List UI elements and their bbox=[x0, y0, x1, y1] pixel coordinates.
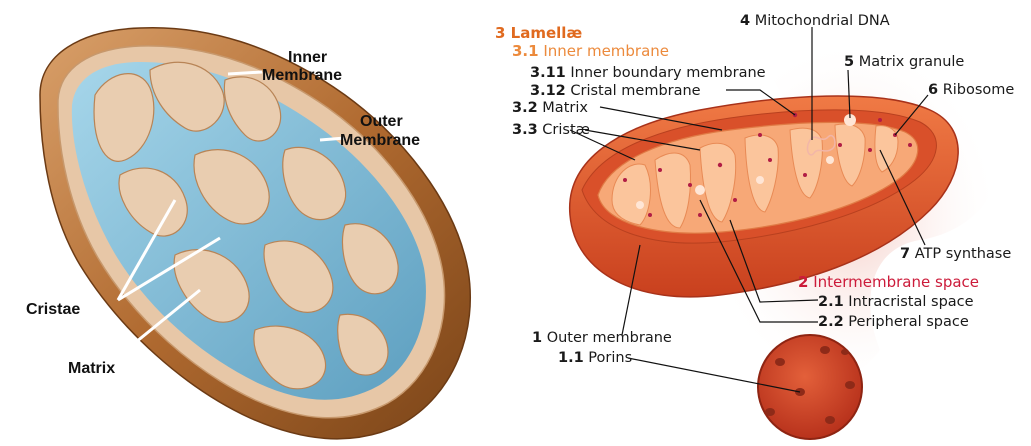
label-outer-membrane-line2: Membrane bbox=[340, 132, 420, 149]
label-intracristal-space: 2.1 Intracristal space bbox=[818, 294, 974, 310]
left-inner-leader bbox=[228, 72, 262, 74]
label-cristae: Cristae bbox=[26, 301, 80, 318]
label-inner-membrane-r: 3.1 Inner membrane bbox=[512, 42, 669, 60]
label-mitochondrial-dna: 4 Mitochondrial DNA bbox=[740, 13, 890, 29]
label-cristae-r: 3.3 Cristæ bbox=[512, 122, 590, 138]
label-outer-membrane-r: 1 Outer membrane bbox=[532, 330, 672, 346]
right-mitochondrion: 3 Lamellæ 3.1 Inner membrane 3.11 Inner … bbox=[495, 13, 1014, 439]
label-cristal-membrane: 3.12 Cristal membrane bbox=[530, 83, 701, 99]
label-matrix: Matrix bbox=[68, 360, 115, 377]
label-peripheral-space: 2.2 Peripheral space bbox=[818, 314, 969, 330]
label-outer-membrane-line1: Outer bbox=[360, 113, 403, 130]
label-ribosome: 6 Ribosome bbox=[928, 82, 1014, 98]
label-matrix-r: 3.2 Matrix bbox=[512, 100, 588, 116]
label-inner-membrane-line2: Membrane bbox=[262, 67, 342, 84]
label-porins: 1.1 Porins bbox=[558, 350, 632, 366]
label-intermembrane-space: 2 Intermembrane space bbox=[798, 273, 979, 291]
label-inner-membrane-line1: Inner bbox=[288, 49, 327, 66]
label-inner-boundary-membrane: 3.11 Inner boundary membrane bbox=[530, 65, 766, 81]
left-mitochondrion: Inner Membrane Outer Membrane Cristae Ma… bbox=[26, 28, 470, 439]
label-atp-synthase: 7 ATP synthase bbox=[900, 246, 1011, 262]
label-lamellae: 3 Lamellæ bbox=[495, 24, 582, 42]
label-matrix-granule: 5 Matrix granule bbox=[844, 54, 964, 70]
